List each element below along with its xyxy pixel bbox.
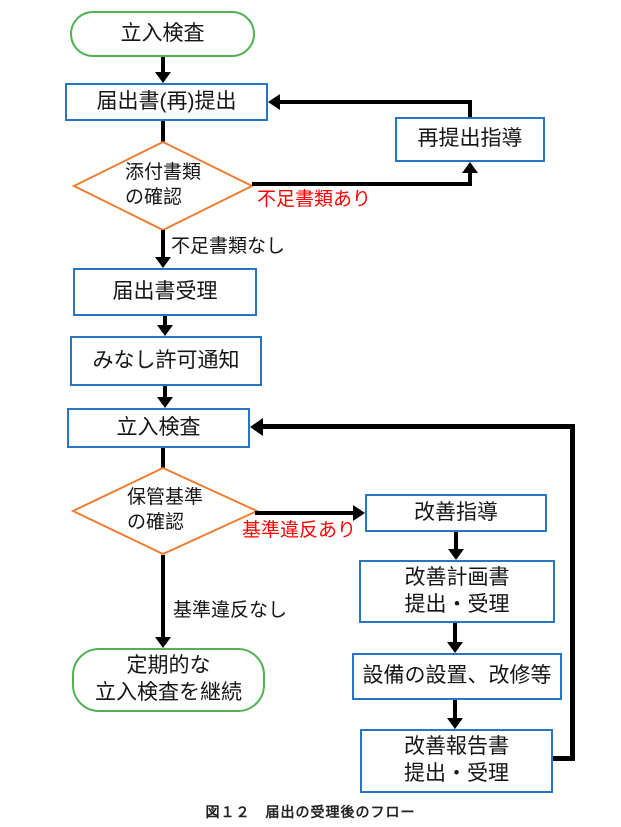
flow-line [161, 555, 165, 638]
arrowhead-left-icon [268, 94, 280, 110]
node-check-storage-decision: 保管基準 の確認 [71, 466, 259, 556]
decision-label: 保管基準 の確認 [126, 487, 203, 533]
flow-line [255, 511, 355, 515]
arrowhead-left-icon [250, 418, 263, 436]
flow-line [278, 100, 470, 104]
arrowhead-down-icon [448, 549, 464, 560]
flow-line [161, 448, 165, 468]
arrowhead-up-icon [462, 162, 478, 173]
node-check-documents-decision: 添付書類 の確認 [72, 140, 254, 232]
arrowhead-down-icon [155, 72, 171, 83]
decision-label: 添付書類 の確認 [124, 162, 201, 208]
edge-label-missing-docs-no: 不足書類なし [171, 236, 286, 257]
flow-line [553, 756, 575, 761]
arrowhead-down-icon [155, 257, 171, 268]
node-improvement-plan-box: 改善計画書 提出・受理 [359, 560, 555, 623]
flow-line [161, 230, 165, 258]
node-submit-box: 届出書(再)提出 [65, 83, 268, 121]
flow-line [161, 57, 165, 73]
flow-line [163, 386, 167, 398]
arrowhead-down-icon [447, 718, 463, 729]
node-end-terminal: 定期的な 立入検査を継続 [72, 648, 265, 712]
edge-label-violation-yes: 基準違反あり [242, 520, 357, 541]
flow-line [163, 316, 167, 326]
flow-line [454, 532, 458, 550]
flow-line [252, 182, 472, 186]
node-accept-box: 届出書受理 [73, 268, 257, 316]
flow-line [570, 424, 575, 761]
arrowhead-right-icon [353, 505, 365, 521]
arrowhead-down-icon [155, 637, 171, 648]
flow-line [262, 424, 572, 429]
flow-line [468, 100, 472, 117]
flow-line [161, 121, 165, 142]
flow-line [453, 623, 457, 643]
arrowhead-down-icon [157, 397, 173, 408]
node-improvement-report-box: 改善報告書 提出・受理 [360, 729, 553, 793]
node-improvement-guidance-box: 改善指導 [365, 494, 547, 532]
figure-caption: 図１２ 届出の受理後のフロー [205, 804, 416, 820]
arrowhead-down-icon [157, 325, 173, 336]
node-inspection-box: 立入検査 [67, 408, 250, 448]
node-resubmit-guidance-box: 再提出指導 [395, 117, 545, 162]
edge-label-missing-docs-yes: 不足書類あり [257, 189, 372, 210]
node-equipment-work-box: 設備の設置、改修等 [352, 653, 562, 700]
diamond-shape-icon [71, 466, 259, 556]
edge-label-violation-no: 基準違反なし [173, 600, 288, 621]
node-start-terminal: 立入検査 [70, 11, 255, 57]
flow-line [453, 700, 457, 719]
node-deemed-permission-box: みなし許可通知 [70, 336, 262, 386]
flow-line [468, 171, 472, 186]
arrowhead-down-icon [447, 642, 463, 653]
